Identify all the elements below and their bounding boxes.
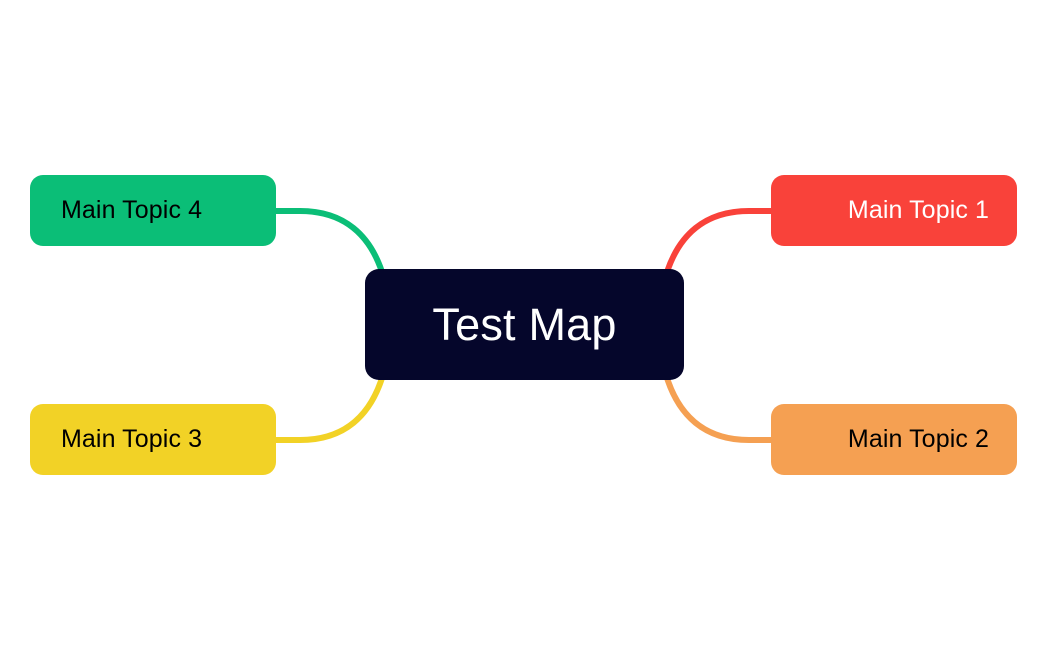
connector-topic-3-path [265, 375, 385, 443]
mind-map-node-main-topic-4[interactable]: Main Topic 4 [30, 175, 276, 246]
mind-map-node-main-topic-3[interactable]: Main Topic 3 [30, 404, 276, 475]
connector-topic-4-path [265, 208, 385, 275]
node-label-main-topic-3: Main Topic 3 [61, 425, 203, 453]
node-label-main-topic-1: Main Topic 1 [847, 196, 989, 224]
node-label-main-topic-2: Main Topic 2 [847, 425, 989, 453]
mind-map-node-main-topic-1[interactable]: Main Topic 1 [771, 175, 1017, 246]
mind-map-root-node[interactable]: Test Map [365, 269, 684, 380]
node-label-main-topic-4: Main Topic 4 [61, 196, 203, 224]
mind-map-node-main-topic-2[interactable]: Main Topic 2 [771, 404, 1017, 475]
connector-topic-2-path [664, 375, 784, 443]
connector-topic-1-path [664, 208, 784, 275]
node-label-root: Test Map [432, 298, 617, 350]
